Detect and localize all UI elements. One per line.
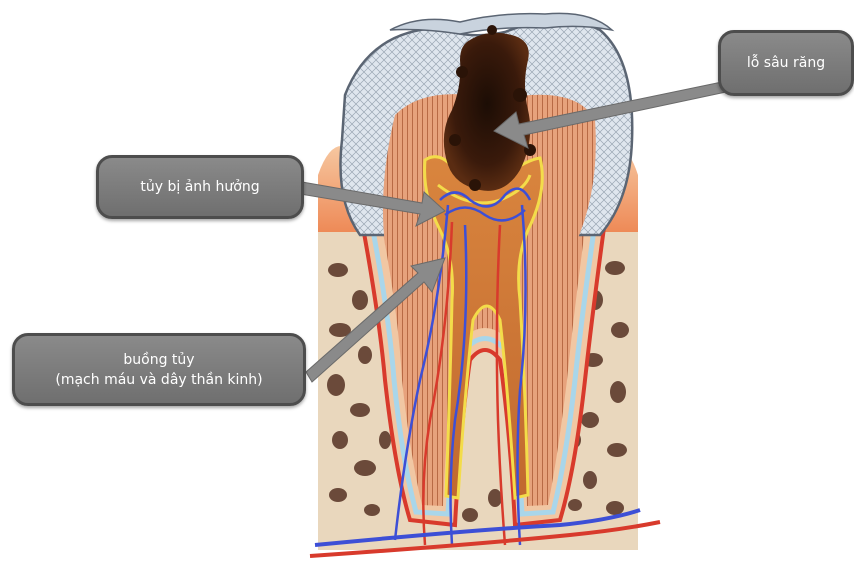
cavity-label: lỗ sâu răng — [747, 53, 825, 73]
pulp-chamber-sublabel: (mạch máu và dây thần kinh) — [55, 370, 262, 390]
affected-pulp-label: tủy bị ảnh hưởng — [140, 177, 259, 197]
affected-pulp-label-box: tủy bị ảnh hưởng — [96, 155, 304, 219]
pulp-chamber-label: buồng tủy — [55, 350, 262, 370]
pulp-chamber-label-box: buồng tủy (mạch máu và dây thần kinh) — [12, 333, 306, 406]
cavity-label-box: lỗ sâu răng — [718, 30, 854, 96]
